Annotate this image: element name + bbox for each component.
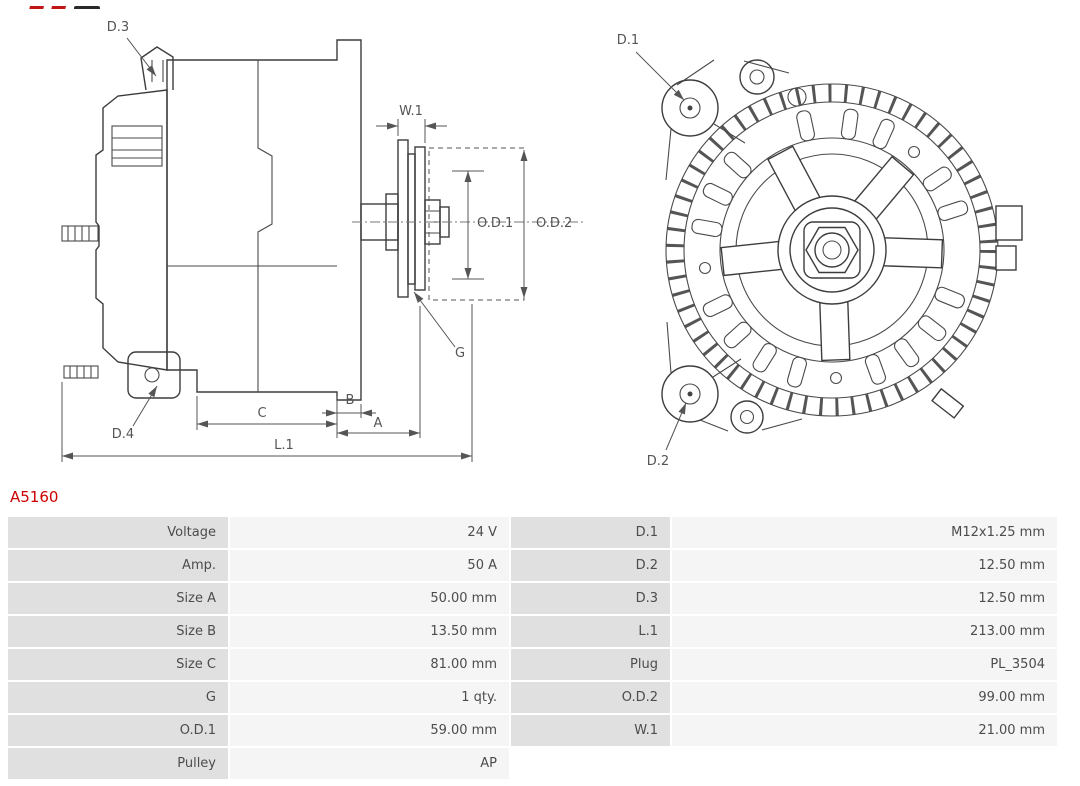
brand-logo-icon	[28, 6, 100, 9]
spec-value: 13.50 mm	[230, 616, 509, 647]
spec-value: 21.00 mm	[672, 715, 1057, 746]
spec-value: 50 A	[230, 550, 509, 581]
spec-label: Plug	[511, 649, 670, 680]
spec-label: Size A	[8, 583, 228, 614]
spec-label: D.3	[511, 583, 670, 614]
spec-label: Pulley	[8, 748, 228, 779]
spec-label: L.1	[511, 616, 670, 647]
spec-label: G	[8, 682, 228, 713]
spec-value: 50.00 mm	[230, 583, 509, 614]
spec-value	[672, 748, 1057, 779]
spec-label: D.1	[511, 517, 670, 548]
dim-label-b: B	[346, 393, 355, 408]
dim-label-od1: O.D.1	[477, 216, 513, 231]
brand-logo	[28, 0, 102, 9]
dim-label-d1: D.1	[617, 33, 639, 48]
spec-value: 12.50 mm	[672, 583, 1057, 614]
spec-label: W.1	[511, 715, 670, 746]
spec-value: 1 qty.	[230, 682, 509, 713]
dim-label-c: C	[257, 406, 266, 421]
spec-label	[511, 748, 670, 779]
dim-label-a: A	[374, 416, 383, 431]
side-view: W.1 O.D.1 O.D.2 G D.3 D.4	[61, 20, 585, 462]
dim-label-d4: D.4	[112, 427, 134, 442]
spec-label: Size C	[8, 649, 228, 680]
spec-label: O.D.2	[511, 682, 670, 713]
part-number: A5160	[10, 488, 59, 506]
spec-label: D.2	[511, 550, 670, 581]
spec-value: 12.50 mm	[672, 550, 1057, 581]
dim-label-od2: O.D.2	[536, 216, 572, 231]
technical-drawing: W.1 O.D.1 O.D.2 G D.3 D.4	[61, 20, 1023, 469]
dim-label-w1: W.1	[399, 104, 423, 119]
spec-label: Amp.	[8, 550, 228, 581]
spec-value: 59.00 mm	[230, 715, 509, 746]
spec-table: Voltage 24 V D.1 M12x1.25 mm Amp. 50 A D…	[8, 517, 1057, 779]
dim-label-d3: D.3	[107, 20, 129, 35]
spec-label: Size B	[8, 616, 228, 647]
spec-label: O.D.1	[8, 715, 228, 746]
spec-label: Voltage	[8, 517, 228, 548]
spec-value: M12x1.25 mm	[672, 517, 1057, 548]
spec-value: 99.00 mm	[672, 682, 1057, 713]
spec-value: 213.00 mm	[672, 616, 1057, 647]
spec-value: 81.00 mm	[230, 649, 509, 680]
spec-value: 24 V	[230, 517, 509, 548]
dim-label-g: G	[455, 346, 465, 361]
dim-label-l1: L.1	[274, 438, 294, 453]
front-view: D.1 D.2	[617, 33, 1023, 469]
spec-value: AP	[230, 748, 509, 779]
spec-value: PL_3504	[672, 649, 1057, 680]
dim-label-d2: D.2	[647, 454, 669, 469]
